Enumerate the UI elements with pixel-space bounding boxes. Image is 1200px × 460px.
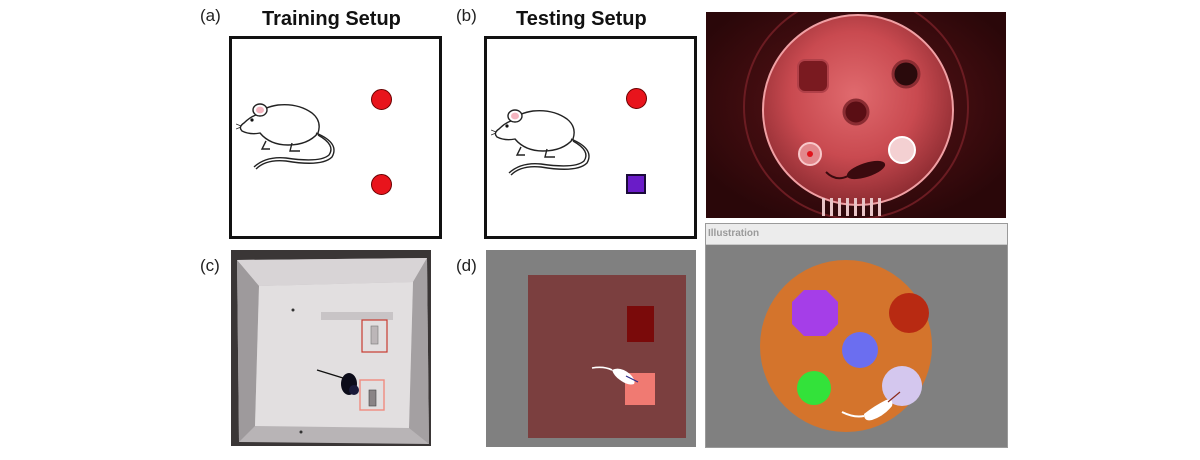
testing-arena xyxy=(484,36,697,239)
training-object-bottom xyxy=(371,174,392,195)
testing-setup-title: Testing Setup xyxy=(516,8,647,30)
training-object-top xyxy=(371,89,392,110)
testing-novel-object xyxy=(626,174,646,194)
mouse-silhouette-icon xyxy=(841,391,901,421)
square-arena-floor xyxy=(528,275,686,438)
testing-familiar-object xyxy=(626,88,647,109)
illustration-window: Illustration xyxy=(705,223,1008,448)
training-arena xyxy=(229,36,442,239)
object-lavender-circle xyxy=(882,366,922,406)
object-blue-circle xyxy=(842,332,878,368)
window-titlebar: Illustration xyxy=(706,224,1007,245)
mouse-silhouette-icon xyxy=(591,366,639,385)
open-field-photo xyxy=(231,250,431,446)
training-setup-title: Training Setup xyxy=(262,8,401,30)
circular-arena-photo xyxy=(706,12,1006,218)
mouse-drawing-icon xyxy=(491,109,590,176)
object-green-circle xyxy=(797,371,831,405)
panel-letter-b: (b) xyxy=(456,6,477,25)
square-arena-illustration xyxy=(486,250,696,447)
object-purple-octagon xyxy=(792,290,838,336)
object-darkred-circle xyxy=(889,293,929,333)
panel-letter-a: (a) xyxy=(200,6,221,25)
panel-letter-c: (c) xyxy=(200,256,220,275)
panel-letter-d: (d) xyxy=(456,256,477,275)
object-zone-dark xyxy=(627,306,654,342)
mouse-drawing-icon xyxy=(236,103,335,170)
window-title: Illustration xyxy=(708,228,760,239)
